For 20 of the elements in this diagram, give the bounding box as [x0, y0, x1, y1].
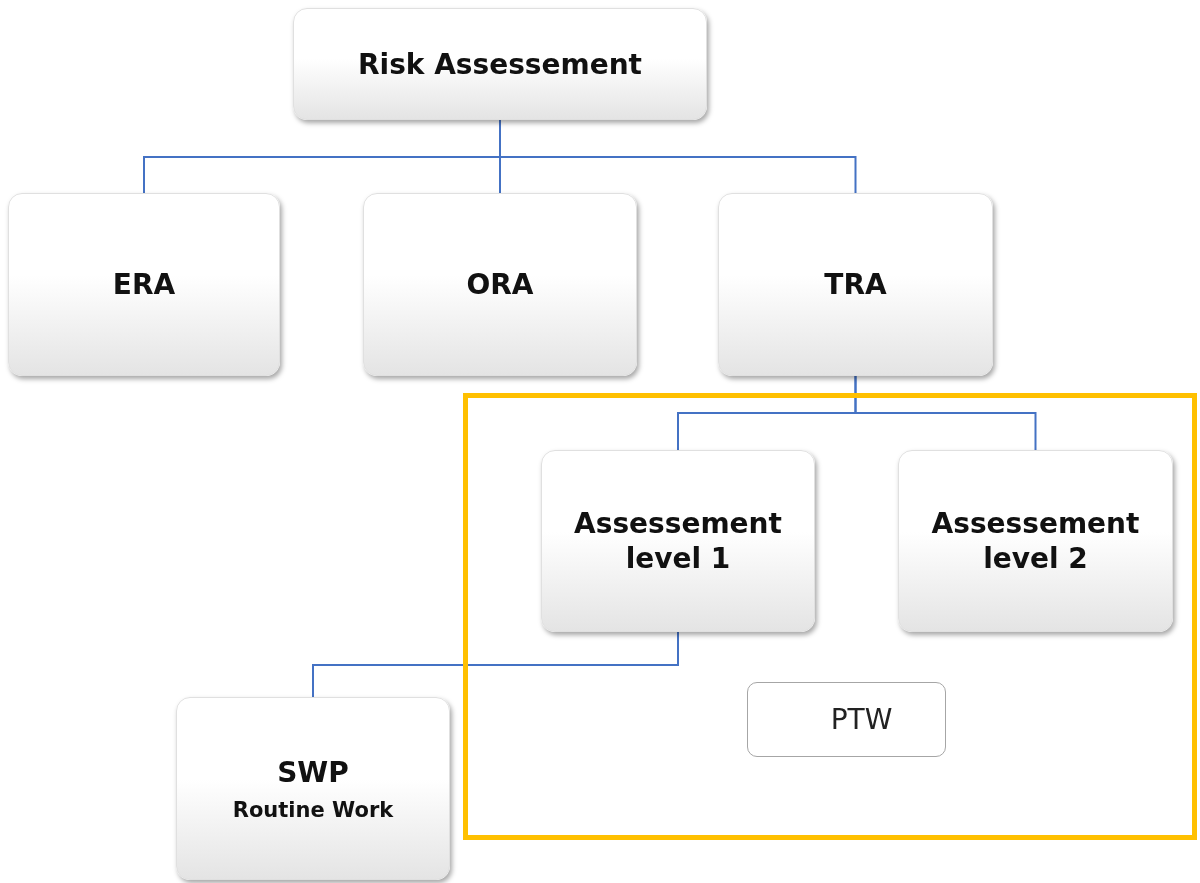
- process-box: [363, 193, 637, 376]
- connector-line: [854, 375, 1037, 451]
- box-title: Assessement level 2: [930, 506, 1141, 576]
- box-title: PTW: [829, 703, 893, 736]
- connector-line: [312, 631, 679, 698]
- box-title: Risk Assessement: [358, 46, 642, 82]
- process-box: [898, 450, 1173, 632]
- box-title: ORA: [466, 267, 534, 302]
- box-subtitle: Routine Work: [232, 798, 394, 822]
- box-title: SWP: [277, 755, 349, 790]
- process-box: [718, 193, 993, 376]
- group-frame: [463, 393, 1197, 840]
- process-box: [541, 450, 815, 632]
- process-box: [176, 697, 450, 880]
- box-title: Assessement level 1: [573, 506, 783, 576]
- process-box: [8, 193, 280, 376]
- process-box: [747, 682, 946, 757]
- box-title: TRA: [824, 267, 887, 302]
- box-title: ERA: [112, 267, 176, 302]
- process-box: [293, 8, 707, 120]
